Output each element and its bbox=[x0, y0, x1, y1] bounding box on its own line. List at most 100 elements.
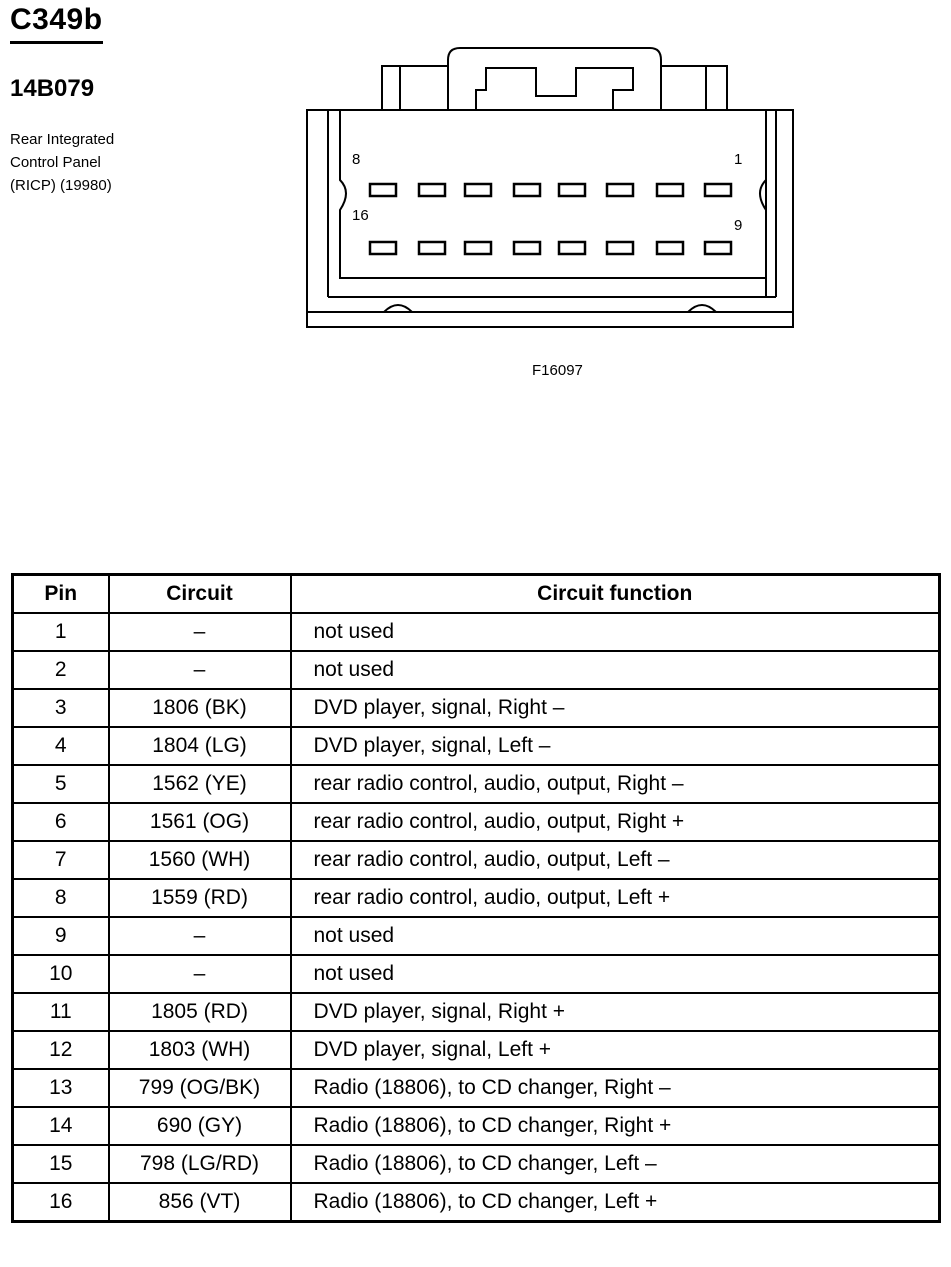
pin-cell: 16 bbox=[11, 1182, 110, 1223]
function-cell: DVD player, signal, Left + bbox=[289, 1030, 941, 1070]
part-number: 14B079 bbox=[10, 75, 95, 102]
circuit-cell: 1562 (YE) bbox=[107, 764, 292, 804]
pin-slot bbox=[655, 240, 685, 256]
connector-face-diagram: 8 1 16 9 bbox=[306, 47, 794, 328]
circuit-cell: 799 (OG/BK) bbox=[107, 1068, 292, 1108]
connector-shell bbox=[306, 109, 794, 328]
circuit-cell: – bbox=[107, 650, 292, 690]
function-cell: not used bbox=[289, 612, 941, 652]
pin-slot bbox=[512, 182, 542, 198]
pin-label-16: 16 bbox=[352, 207, 369, 224]
pin-cell: 5 bbox=[11, 764, 110, 804]
circuit-cell: 1806 (BK) bbox=[107, 688, 292, 728]
function-cell: not used bbox=[289, 650, 941, 690]
latch-tab bbox=[447, 47, 662, 110]
connector-description: Rear Integrated Control Panel (RICP) (19… bbox=[10, 128, 114, 197]
description-line: (RICP) (19980) bbox=[10, 177, 112, 194]
function-cell: rear radio control, audio, output, Left … bbox=[289, 878, 941, 918]
description-line: Control Panel bbox=[10, 154, 101, 171]
pin-slot bbox=[605, 240, 635, 256]
circuit-cell: 856 (VT) bbox=[107, 1182, 292, 1223]
function-cell: rear radio control, audio, output, Left … bbox=[289, 840, 941, 880]
circuit-cell: 1559 (RD) bbox=[107, 878, 292, 918]
circuit-cell: – bbox=[107, 916, 292, 956]
pin-row-bottom bbox=[368, 240, 733, 256]
function-cell: rear radio control, audio, output, Right… bbox=[289, 802, 941, 842]
function-cell: DVD player, signal, Left – bbox=[289, 726, 941, 766]
circuit-cell: 1560 (WH) bbox=[107, 840, 292, 880]
function-cell: DVD player, signal, Right – bbox=[289, 688, 941, 728]
function-cell: not used bbox=[289, 916, 941, 956]
pin-slot bbox=[703, 240, 733, 256]
table-row: 1–not used bbox=[11, 612, 941, 652]
function-cell: DVD player, signal, Right + bbox=[289, 992, 941, 1032]
pin-cell: 1 bbox=[11, 612, 110, 652]
circuit-cell: 1804 (LG) bbox=[107, 726, 292, 766]
pin-label-1: 1 bbox=[734, 151, 742, 168]
column-header-circuit: Circuit bbox=[107, 573, 292, 614]
pin-cell: 10 bbox=[11, 954, 110, 994]
column-header-pin: Pin bbox=[11, 573, 110, 614]
function-cell: Radio (18806), to CD changer, Right + bbox=[289, 1106, 941, 1146]
pin-cell: 6 bbox=[11, 802, 110, 842]
pin-slot bbox=[655, 182, 685, 198]
pin-slot bbox=[368, 240, 398, 256]
latch-side-left bbox=[381, 65, 449, 111]
description-line: Rear Integrated bbox=[10, 131, 115, 148]
pin-cell: 2 bbox=[11, 650, 110, 690]
function-cell: not used bbox=[289, 954, 941, 994]
pin-cell: 8 bbox=[11, 878, 110, 918]
pin-slot bbox=[417, 240, 447, 256]
pin-slot bbox=[368, 182, 398, 198]
circuit-cell: 798 (LG/RD) bbox=[107, 1144, 292, 1184]
circuit-cell: 690 (GY) bbox=[107, 1106, 292, 1146]
latch-side-right bbox=[660, 65, 728, 111]
column-header-circuit-function: Circuit function bbox=[289, 573, 941, 614]
pin-slot bbox=[512, 240, 542, 256]
pin-cell: 4 bbox=[11, 726, 110, 766]
table-row: 2–not used bbox=[11, 650, 941, 690]
pin-cell: 9 bbox=[11, 916, 110, 956]
pin-slot bbox=[605, 182, 635, 198]
pin-cell: 11 bbox=[11, 992, 110, 1032]
pin-slot bbox=[463, 182, 493, 198]
pin-cavity bbox=[339, 110, 767, 279]
circuit-cell: 1805 (RD) bbox=[107, 992, 292, 1032]
pin-slot bbox=[417, 182, 447, 198]
function-cell: Radio (18806), to CD changer, Left + bbox=[289, 1182, 941, 1223]
table-row: 10–not used bbox=[11, 954, 941, 994]
connector-id-title: C349b bbox=[10, 2, 103, 44]
pin-slot bbox=[703, 182, 733, 198]
function-cell: rear radio control, audio, output, Right… bbox=[289, 764, 941, 804]
circuit-cell: – bbox=[107, 612, 292, 652]
pin-cell: 13 bbox=[11, 1068, 110, 1108]
pin-slot bbox=[463, 240, 493, 256]
circuit-cell: 1803 (WH) bbox=[107, 1030, 292, 1070]
pin-row-top bbox=[368, 182, 733, 198]
pin-slot bbox=[557, 240, 587, 256]
pin-label-8: 8 bbox=[352, 151, 360, 168]
figure-code: F16097 bbox=[532, 362, 583, 379]
table-row: 9–not used bbox=[11, 916, 941, 956]
pin-label-9: 9 bbox=[734, 217, 742, 234]
table-header-row: Pin Circuit Circuit function bbox=[11, 573, 941, 614]
circuit-cell: – bbox=[107, 954, 292, 994]
pin-cell: 15 bbox=[11, 1144, 110, 1184]
pin-slot bbox=[557, 182, 587, 198]
function-cell: Radio (18806), to CD changer, Right – bbox=[289, 1068, 941, 1108]
pin-cell: 3 bbox=[11, 688, 110, 728]
pin-cell: 14 bbox=[11, 1106, 110, 1146]
